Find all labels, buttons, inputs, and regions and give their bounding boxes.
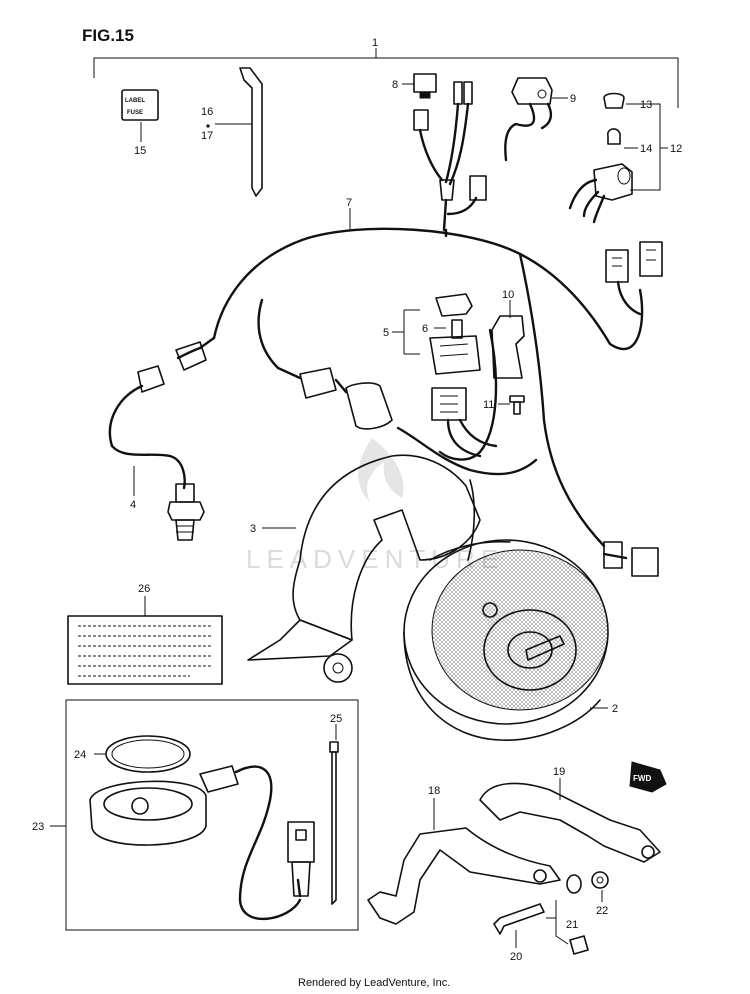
thermostat-housing-23	[89, 735, 302, 921]
callout-dot	[206, 124, 210, 128]
callout-11: 11	[483, 399, 494, 411]
cable-tie-25	[329, 724, 339, 905]
callout-22: 22	[596, 905, 608, 917]
nut-22	[591, 871, 609, 902]
footer-credit: Rendered by LeadVenture, Inc.	[298, 977, 450, 989]
callout-6: 6	[422, 323, 428, 335]
leadventure-watermark: LEADVENTURE	[246, 438, 498, 574]
harness-coupler-right	[605, 241, 663, 316]
screw-11	[498, 395, 525, 415]
connector-8	[402, 73, 437, 99]
forward-arrow-icon: FWD	[629, 761, 667, 793]
callout-20: 20	[510, 951, 522, 963]
callout-1: 1	[372, 37, 378, 49]
fan-shroud-3	[247, 454, 481, 683]
collar-21	[546, 874, 589, 955]
callout-8: 8	[392, 79, 398, 91]
cable-tie	[215, 67, 263, 197]
label-tag-line1: LABEL	[125, 98, 145, 104]
callout-13: 13	[640, 99, 652, 111]
fan-motor-plug	[299, 367, 393, 430]
label-fuse-tag: LABEL FUSE	[121, 89, 159, 142]
caution-label-26	[67, 596, 223, 685]
socket-bracket	[630, 103, 668, 191]
relay-bracket-10	[491, 300, 525, 379]
callout-17: 17	[201, 130, 213, 142]
callout-14: 14	[640, 143, 652, 155]
label-tag-line2: FUSE	[127, 110, 143, 116]
callout-25: 25	[330, 713, 342, 725]
callout-3: 3	[250, 523, 256, 535]
callout-16: 16	[201, 106, 213, 118]
bulb-cap-13	[603, 92, 638, 109]
spade-terminals	[413, 81, 487, 232]
callout-24: 24	[74, 749, 86, 761]
fan-bracket-18	[367, 798, 561, 925]
callout-21: 21	[566, 919, 578, 931]
figure-title: FIG.15	[82, 26, 134, 45]
callout-4: 4	[130, 499, 136, 511]
main-wiring-harness	[198, 208, 644, 548]
callout-15: 15	[134, 145, 146, 157]
thermo-coupler	[287, 821, 315, 898]
callout-5: 5	[383, 327, 389, 339]
callout-7: 7	[346, 197, 352, 209]
callout-18: 18	[428, 785, 440, 797]
harness-assembly-bracket	[93, 48, 679, 108]
callout-2: 2	[612, 703, 618, 715]
relay-5	[392, 293, 498, 458]
thermo-kit-box	[50, 699, 359, 931]
callout-26: 26	[138, 583, 150, 595]
front-mark-text: FWD	[633, 774, 651, 783]
callout-9: 9	[570, 93, 576, 105]
callout-12: 12	[670, 143, 682, 155]
thermo-switch-4	[108, 384, 205, 541]
callout-23: 23	[32, 821, 44, 833]
bolt-20	[493, 903, 545, 948]
harness-coupler-left	[137, 341, 207, 393]
fan-assembly-2	[403, 539, 659, 741]
callout-19: 19	[553, 766, 565, 778]
bulb-socket-12	[568, 163, 633, 224]
fan-bracket-19	[479, 778, 661, 863]
relay-switch-9	[504, 77, 568, 162]
callout-10: 10	[502, 289, 514, 301]
bulb-14	[607, 128, 638, 149]
